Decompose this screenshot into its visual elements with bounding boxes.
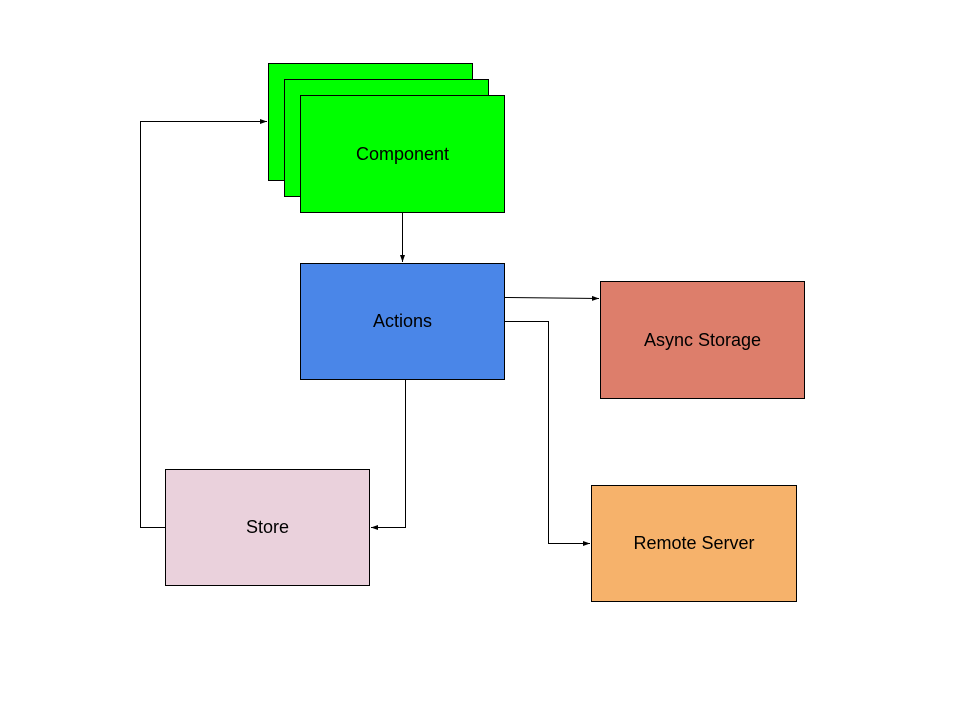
async-storage-node: Async Storage (600, 281, 805, 399)
store-node: Store (165, 469, 370, 586)
store-label: Store (245, 517, 290, 537)
edge-actions-to-async-storage (504, 295, 600, 301)
actions-node: Actions (300, 263, 505, 380)
edge-actions-to-remote-server (505, 321, 590, 546)
component-label: Component (355, 143, 450, 164)
remote-server-node: Remote Server (591, 485, 797, 602)
async-storage-label: Async Storage (643, 329, 762, 350)
actions-label: Actions (372, 311, 433, 331)
edge-store-to-component (140, 119, 267, 528)
edge-actions-to-store (371, 380, 406, 530)
remote-server-label: Remote Server (633, 533, 755, 553)
component-node: Component (300, 95, 505, 213)
